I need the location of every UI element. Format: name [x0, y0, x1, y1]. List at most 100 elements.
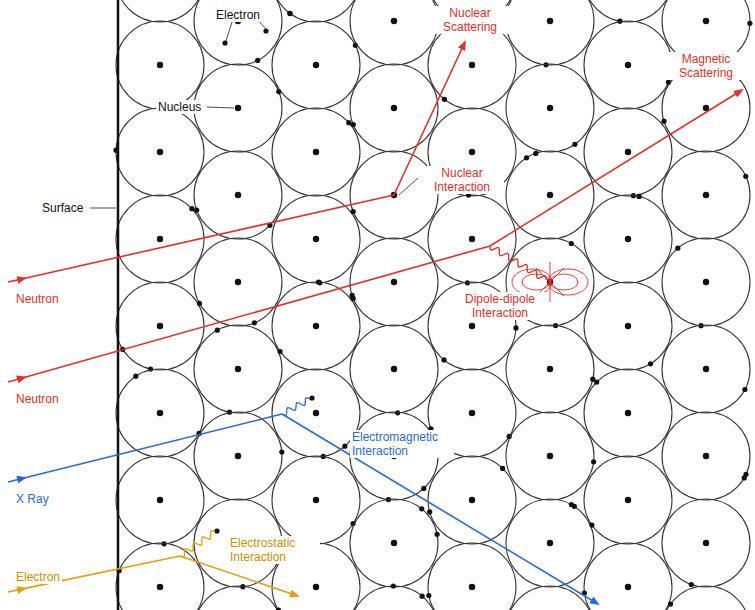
electron-dot [441, 357, 446, 362]
nucleus-dot [157, 149, 163, 155]
nucleus-dot [313, 497, 319, 503]
atom-shell [116, 0, 204, 22]
scattering-label: Magnetic Scattering [660, 52, 752, 80]
nucleus-dot [469, 497, 475, 503]
electron-dot [572, 504, 577, 509]
nucleus-dot [703, 366, 709, 372]
electron-dot [287, 11, 292, 16]
nucleus-dot [547, 540, 553, 546]
electron-dot [594, 380, 599, 385]
electron-dot [591, 459, 596, 464]
electron-dot [533, 151, 538, 156]
atom-shell [350, 64, 438, 152]
electron-dot [442, 97, 447, 102]
electron-dot [255, 58, 260, 63]
electron-dot [572, 142, 577, 147]
nucleus-dot [469, 584, 475, 590]
nucleus-dot [391, 105, 397, 111]
nucleus-dot [313, 323, 319, 329]
electron-dot [569, 241, 574, 246]
atom-shell [116, 195, 204, 283]
atom-shell [662, 325, 750, 413]
electron-dot [197, 301, 202, 306]
part-label: Surface [40, 201, 85, 215]
nucleus-dot [157, 323, 163, 329]
atom-shell [506, 325, 594, 413]
particle-label: Neutron [14, 292, 61, 306]
nucleus-dot [703, 540, 709, 546]
nucleus-dot [235, 279, 241, 285]
nucleus-dot [235, 453, 241, 459]
nucleus-dot [625, 236, 631, 242]
nucleus-dot [547, 366, 553, 372]
interaction-label: Dipole-dipole Interaction [452, 292, 548, 320]
electron-dot [189, 206, 194, 211]
electron-dot [194, 208, 199, 213]
electron-dot [513, 325, 518, 330]
interaction-label: Electrostatic Interaction [228, 536, 320, 564]
nucleus-dot [313, 62, 319, 68]
atom-shell [194, 64, 282, 152]
nucleus-dot [391, 366, 397, 372]
atom-shell [506, 499, 594, 587]
atom-shell [584, 0, 672, 22]
atom-shell [116, 282, 204, 370]
electron-dot [661, 119, 666, 124]
atom-shell [194, 586, 282, 610]
atom-shell [272, 21, 360, 109]
nucleus-dot [625, 584, 631, 590]
nucleus-dot [625, 497, 631, 503]
electron-dot [747, 21, 752, 26]
atom-shell [506, 586, 594, 610]
atom-shell [194, 0, 282, 65]
electron-dot [276, 607, 281, 610]
nucleus-dot [235, 192, 241, 198]
atom-shell [506, 64, 594, 152]
atom-shell [506, 0, 594, 65]
nucleus-dot [391, 18, 397, 24]
electron-dot [435, 532, 440, 537]
interaction-label: Nuclear Interaction [420, 166, 504, 194]
atom-shell [272, 108, 360, 196]
nucleus-dot [313, 149, 319, 155]
electron-dot [689, 582, 694, 587]
nucleus-dot [625, 410, 631, 416]
nucleus-dot [703, 279, 709, 285]
electron-dot [668, 602, 673, 607]
nucleus-dot [469, 323, 475, 329]
electron-dot [637, 194, 642, 199]
nucleus-dot [157, 236, 163, 242]
electron-dot [263, 28, 268, 33]
atom-shell [194, 151, 282, 239]
electron-dot [278, 349, 283, 354]
nucleus-dot [625, 62, 631, 68]
atom-shell [272, 0, 360, 22]
electron-dot [222, 40, 227, 45]
interaction-label: Electromagnetic Interaction [350, 430, 454, 458]
atom-shell [662, 412, 750, 500]
electron-dot [500, 466, 505, 471]
atom-shell [584, 195, 672, 283]
nucleus-dot [235, 105, 241, 111]
atom-shell [584, 282, 672, 370]
electron-dot [252, 320, 257, 325]
electron-dot [743, 472, 748, 477]
nucleus-dot [547, 192, 553, 198]
electron-dot [279, 449, 284, 454]
atom-shell [584, 543, 672, 610]
atom-shell [584, 21, 672, 109]
surface-line [117, 0, 120, 610]
nucleus-dot [235, 366, 241, 372]
atom-shell [428, 456, 516, 544]
atom-shell [506, 412, 594, 500]
atom-shell [350, 586, 438, 610]
electron-dot [420, 594, 425, 599]
nucleus-dot [469, 149, 475, 155]
atom-shell [662, 586, 750, 610]
atom-shell [194, 238, 282, 326]
electron-dot [743, 174, 748, 179]
nucleus-dot [313, 236, 319, 242]
atom-shell [584, 456, 672, 544]
nucleus-dot [547, 105, 553, 111]
